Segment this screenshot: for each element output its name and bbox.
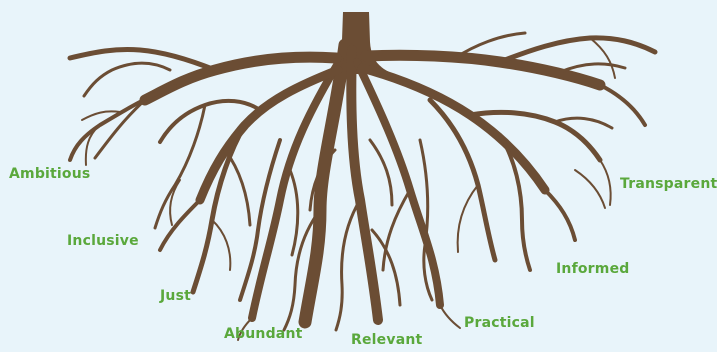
root-branch <box>575 170 605 208</box>
root-branch <box>212 220 230 270</box>
roots-group <box>70 12 655 340</box>
label-just: Just <box>160 289 191 303</box>
root-branch <box>160 200 200 250</box>
root-branch <box>170 180 180 225</box>
root-branch <box>290 170 298 255</box>
root-branch <box>86 125 100 165</box>
root-branch <box>155 105 205 228</box>
root-branch <box>500 38 655 62</box>
label-informed: Informed <box>556 262 630 276</box>
root-branch <box>336 200 360 330</box>
label-ambitious: Ambitious <box>9 167 90 181</box>
label-abundant: Abundant <box>224 327 303 341</box>
root-branch <box>545 190 575 240</box>
label-relevant: Relevant <box>351 333 422 347</box>
label-transparent: Transparent <box>620 177 717 191</box>
root-branch <box>95 100 145 158</box>
root-branch <box>590 38 615 78</box>
root-branch <box>440 305 460 328</box>
root-branch <box>370 140 392 205</box>
root-branch <box>600 85 645 125</box>
label-inclusive: Inclusive <box>67 234 139 248</box>
root-branch <box>193 125 245 292</box>
root-branch <box>70 49 215 70</box>
root-branch <box>383 190 410 270</box>
label-practical: Practical <box>464 316 535 330</box>
root-branch <box>458 185 478 252</box>
